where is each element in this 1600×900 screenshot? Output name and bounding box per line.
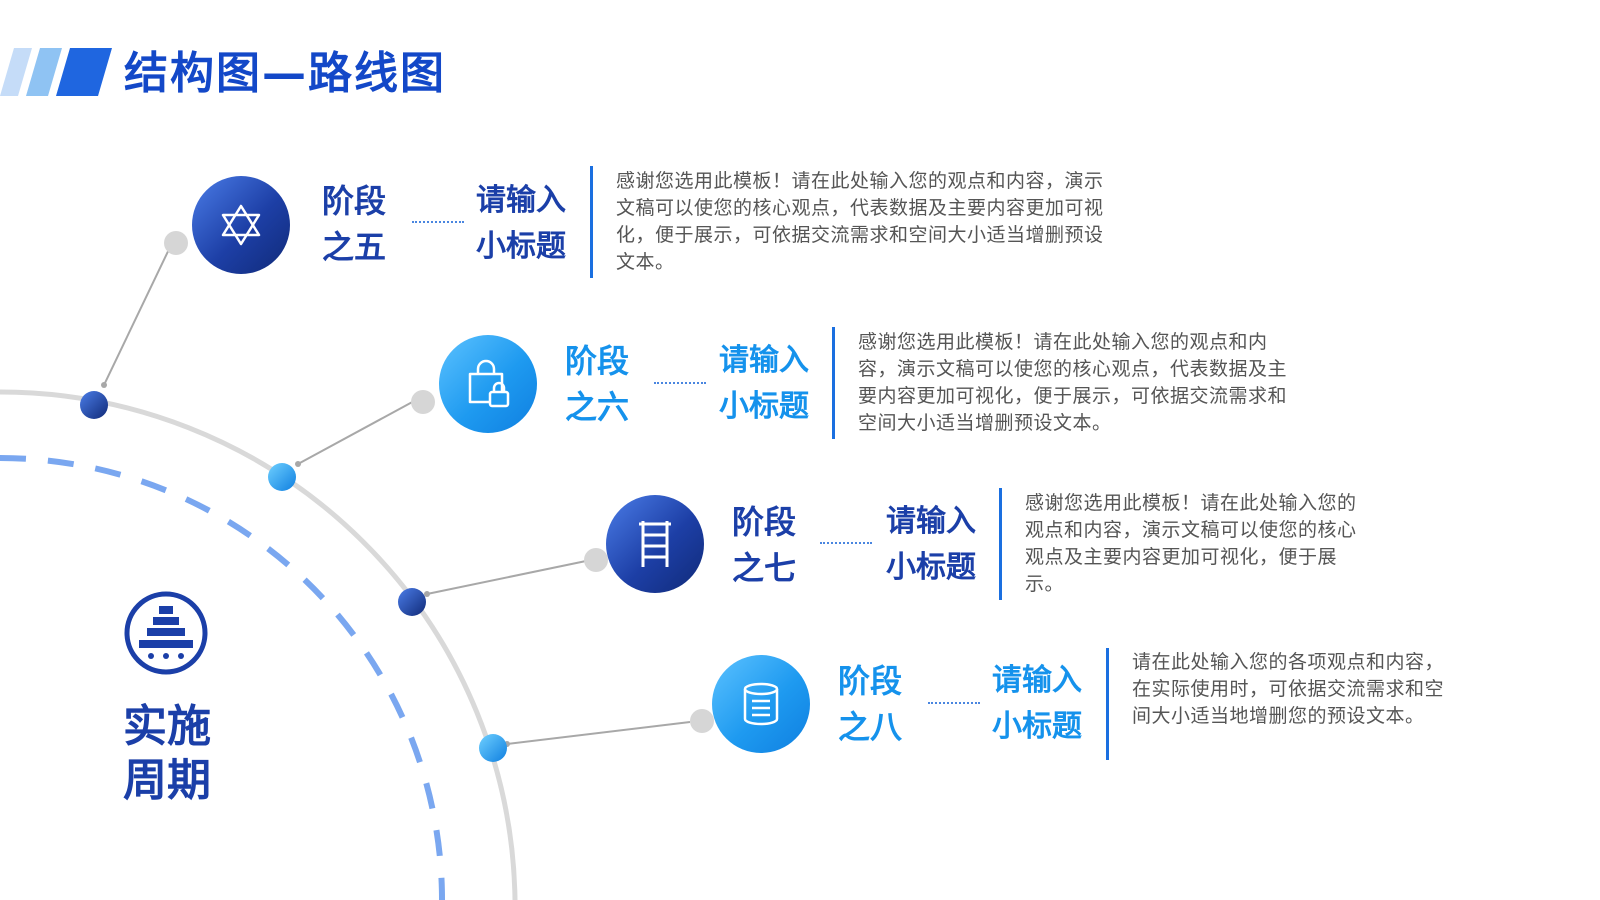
stage-5-subtitle-line2: 小标题	[476, 229, 566, 264]
stage-8-subtitle-line2: 小标题	[992, 709, 1082, 744]
database-icon	[743, 682, 779, 726]
stage-6-title: 阶段 之六	[565, 338, 655, 430]
stage-6-icon-circle	[439, 335, 537, 433]
stage-8-connector	[928, 702, 980, 704]
stage-8-title-line1: 阶段	[838, 662, 903, 700]
header-stripes-icon	[0, 48, 112, 96]
stage-6-description: 感谢您选用此模板！请在此处输入您的观点和内容，演示文稿可以使您的核心观点，代表数…	[858, 331, 1288, 434]
gray-dot-7	[584, 548, 608, 572]
stage-5-subtitle-line1: 请输入	[476, 183, 566, 218]
stage-7-divider	[999, 488, 1002, 600]
gray-dot-6	[411, 390, 435, 414]
stage-8-title-line2: 之八	[838, 708, 903, 746]
stage-6-divider	[832, 327, 835, 439]
stage-7-description: 感谢您选用此模板！请在此处输入您的观点和内容，演示文稿可以使您的核心观点及主要内…	[1025, 492, 1357, 595]
stage-5-title-line2: 之五	[322, 228, 387, 266]
side-label-line2: 周期	[123, 755, 211, 806]
stage-7-subtitle: 请输入 小标题	[886, 499, 996, 591]
stage-7-subtitle-line1: 请输入	[886, 504, 976, 539]
ladder-icon	[639, 521, 671, 567]
stage-8-description: 请在此处输入您的各项观点和内容，在实际使用时，可依据交流需求和空间大小适当地增删…	[1132, 651, 1445, 727]
stage-5-subtitle: 请输入 小标题	[476, 178, 586, 270]
stage-8-subtitle-line1: 请输入	[992, 663, 1082, 698]
stage-6-connector	[654, 382, 706, 384]
stage-5-description: 感谢您选用此模板！请在此处输入您的观点和内容，演示文稿可以使您的核心观点，代表数…	[616, 170, 1104, 273]
stage-8-icon-circle	[712, 655, 810, 753]
arc-node-8	[479, 734, 507, 762]
inner-dashed-arc	[0, 455, 445, 900]
gray-dot-5	[164, 231, 188, 255]
stage-6-title-line1: 阶段	[565, 342, 630, 380]
stage-7-title: 阶段 之七	[732, 499, 822, 591]
stage-6-subtitle: 请输入 小标题	[719, 338, 829, 430]
arc-node-7	[398, 588, 426, 616]
stage-6-subtitle-line1: 请输入	[719, 343, 809, 378]
stage-5-connector	[412, 221, 464, 223]
stage-7-connector	[820, 542, 872, 544]
gray-dot-8	[690, 709, 714, 733]
stage-8-divider	[1106, 648, 1109, 760]
stage-8-title: 阶段 之八	[838, 658, 928, 750]
side-label-line1: 实施	[123, 701, 211, 752]
stage-7-title-line2: 之七	[732, 549, 797, 587]
stage-5-icon-circle	[192, 176, 290, 274]
arc-node-5	[80, 391, 108, 419]
side-label: 实施 周期	[112, 700, 222, 808]
outer-arc	[0, 389, 518, 900]
page-title: 结构图—路线图	[124, 48, 446, 99]
stage-5-title-line1: 阶段	[322, 182, 387, 220]
stage-7-icon-circle	[606, 495, 704, 593]
star-of-david-icon	[221, 204, 261, 246]
arc-node-6	[268, 463, 296, 491]
stage-5-divider	[590, 166, 593, 278]
stage-7-title-line1: 阶段	[732, 503, 797, 541]
stage-6-title-line2: 之六	[565, 388, 630, 426]
pagoda-icon	[124, 591, 208, 675]
stage-8-subtitle: 请输入 小标题	[992, 658, 1102, 750]
stage-5-title: 阶段 之五	[322, 178, 412, 270]
stage-7-subtitle-line2: 小标题	[886, 550, 976, 585]
stage-6-subtitle-line2: 小标题	[719, 389, 809, 424]
shopping-bag-lock-icon	[468, 359, 510, 408]
